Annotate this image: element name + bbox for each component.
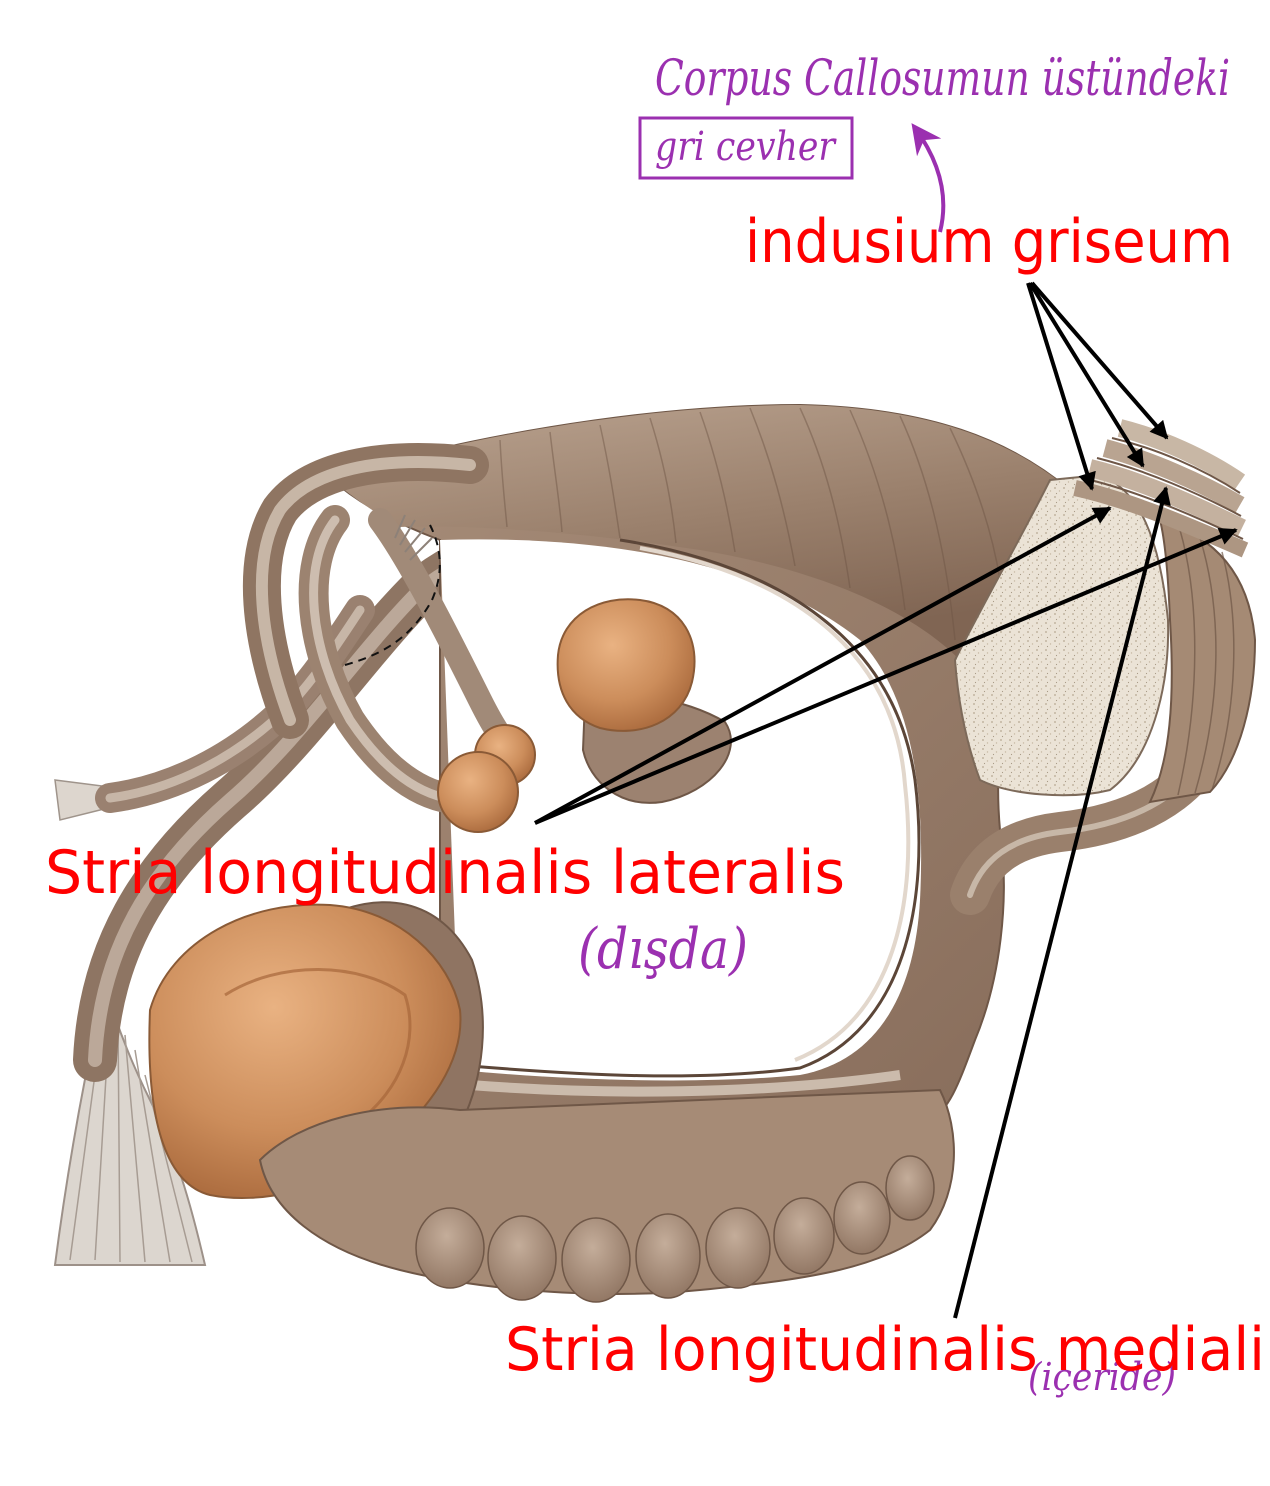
- label-stria-medialis: Stria longitudinalis mediali: [505, 1315, 1265, 1385]
- fan-fibers: [69, 999, 193, 1263]
- hippocampal-digitation: [833, 1181, 891, 1255]
- hippocampal-digitation: [635, 1213, 701, 1299]
- arrow-lateralis-2: [534, 527, 1238, 825]
- hippocampal-digitation: [705, 1207, 771, 1289]
- note-box: [638, 116, 854, 180]
- striation-line: [899, 415, 956, 641]
- hippocampus-pes: [258, 1088, 955, 1303]
- fimbria-sheet: [330, 405, 1070, 660]
- note-corpus-callosum: Corpus Callosumun üstündeki: [655, 49, 1230, 107]
- upper-fornix-loop: [242, 443, 527, 815]
- hippocampal-digitation: [561, 1217, 631, 1303]
- loop-inner-highlight: [309, 515, 470, 805]
- black-arrows: [534, 281, 1238, 1319]
- inner-rim-highlight: [639, 546, 911, 1062]
- purple-arrow: [911, 123, 946, 233]
- hippocampal-digitation: [487, 1215, 557, 1301]
- dashed-outline: [344, 524, 441, 666]
- hippocampal-digitation: [415, 1207, 485, 1289]
- striation-line: [949, 427, 1001, 581]
- dentate-band: [469, 1070, 901, 1097]
- label-indusium-griseum: indusium griseum: [745, 207, 1233, 277]
- striae-side-face: [1148, 518, 1257, 804]
- hippocampal-digitation: [773, 1197, 835, 1275]
- label-stria-lateralis: Stria longitudinalis lateralis: [45, 838, 845, 908]
- striation-line: [649, 417, 677, 544]
- stria-strip: [1117, 419, 1246, 490]
- arrow-medialis: [953, 486, 1171, 1319]
- amygdala-contour: [224, 968, 412, 1122]
- stria-strip: [1102, 439, 1245, 513]
- arrow-indusium-1: [1026, 282, 1096, 491]
- mammillary-body-lower: [437, 751, 519, 833]
- hippocampal-digitation: [885, 1155, 935, 1221]
- inner-rim: [469, 538, 921, 1078]
- striation-line: [499, 439, 508, 528]
- thalamic-blob-orange: [556, 598, 696, 732]
- striation-line: [749, 407, 796, 567]
- note-iceride: (içeride): [1028, 1355, 1176, 1399]
- striation-line: [599, 424, 621, 539]
- loop-fibers: [394, 514, 433, 561]
- sheet-striations: [499, 407, 1001, 641]
- cut-section-corpus-callosum: [953, 473, 1170, 797]
- striae-side-lines: [1177, 529, 1235, 796]
- striation-line: [699, 411, 736, 553]
- note-disda: (dışda): [578, 917, 748, 982]
- striation-line: [799, 407, 851, 589]
- note-gri-cevher: gri cevher: [655, 124, 837, 170]
- striation-line: [849, 409, 906, 611]
- arrow-lateralis-1: [534, 506, 1112, 825]
- loop-outer-highlight: [255, 456, 476, 726]
- arrow-indusium-2: [1028, 281, 1145, 468]
- striation-line: [549, 431, 563, 533]
- arrow-indusium-3: [1030, 281, 1169, 440]
